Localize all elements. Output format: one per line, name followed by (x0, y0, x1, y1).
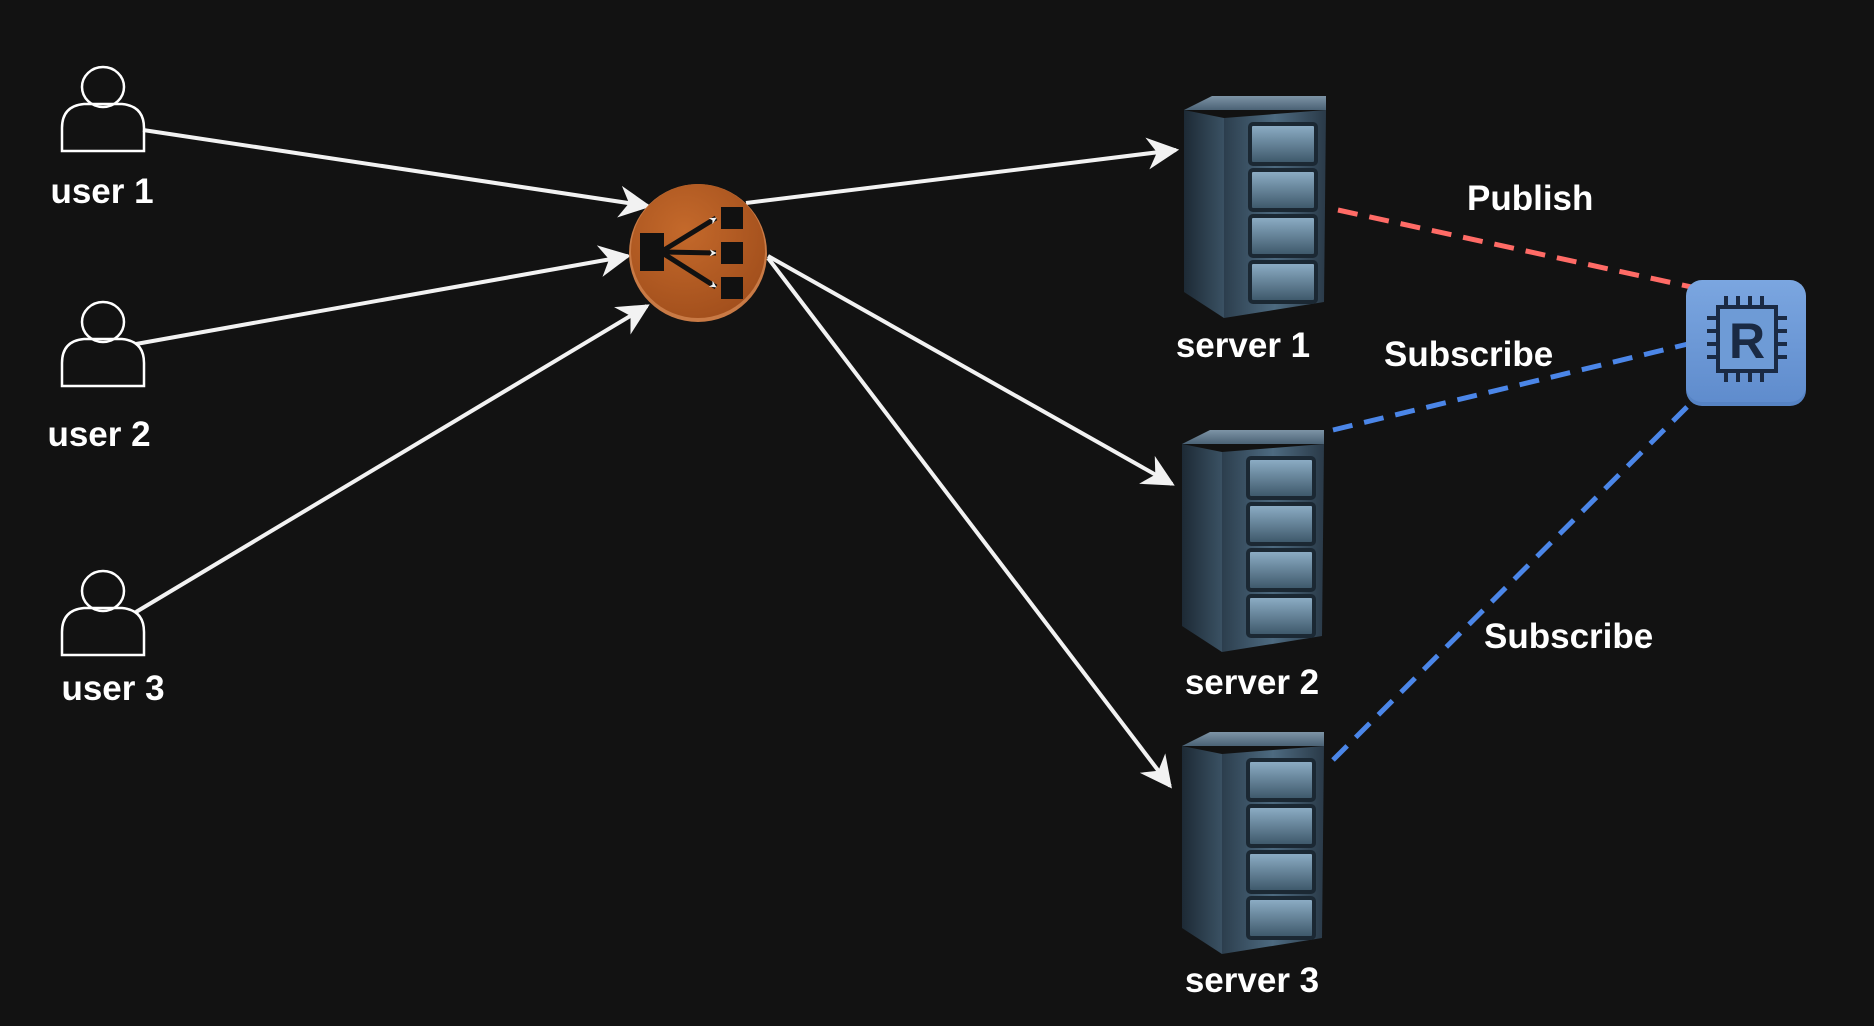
redis-node: R (1686, 280, 1806, 406)
server-label: server 2 (1185, 663, 1319, 702)
user-icon (60, 300, 146, 388)
edge-user2-lb (135, 245, 632, 346)
edge-lb-server3 (766, 256, 1172, 789)
user-icon (60, 65, 146, 153)
edge-lb-server1 (745, 137, 1180, 205)
publish-label: Publish (1467, 179, 1593, 218)
edges-lb-to-servers (745, 137, 1180, 789)
server-rack-icon (1182, 732, 1324, 954)
edge-subscribe-server2 (1332, 341, 1689, 433)
user-node-2: user 2 (47, 300, 151, 454)
user-label: user 3 (61, 669, 164, 708)
server-rack-icon (1184, 96, 1326, 318)
user-node-1: user 1 (50, 65, 154, 211)
edge-lb-server2 (767, 254, 1175, 486)
subscribe-label: Subscribe (1484, 617, 1653, 656)
server-rack-icon (1182, 430, 1324, 652)
edge-publish (1337, 207, 1697, 291)
server-node-1: server 1 (1176, 96, 1326, 365)
user-label: user 2 (47, 415, 150, 454)
redis-letter: R (1729, 313, 1765, 369)
user-icon (60, 569, 146, 657)
edge-user3-lb (134, 304, 650, 614)
subscribe-label: Subscribe (1384, 335, 1553, 374)
user-node-3: user 3 (60, 569, 165, 708)
server-node-3: server 3 (1182, 732, 1324, 1000)
server-node-2: server 2 (1182, 430, 1324, 702)
user-label: user 1 (50, 172, 153, 211)
load-balancer-node (629, 184, 767, 322)
server-label: server 3 (1185, 961, 1319, 1000)
server-label: server 1 (1176, 326, 1310, 365)
load-balancer-icon (629, 184, 767, 322)
pubsub-edges (1331, 207, 1697, 762)
edge-subscribe-server3 (1331, 398, 1696, 762)
edge-user1-lb (142, 128, 652, 218)
edges-users-to-lb (134, 128, 652, 614)
redis-chip-icon (1686, 280, 1806, 406)
